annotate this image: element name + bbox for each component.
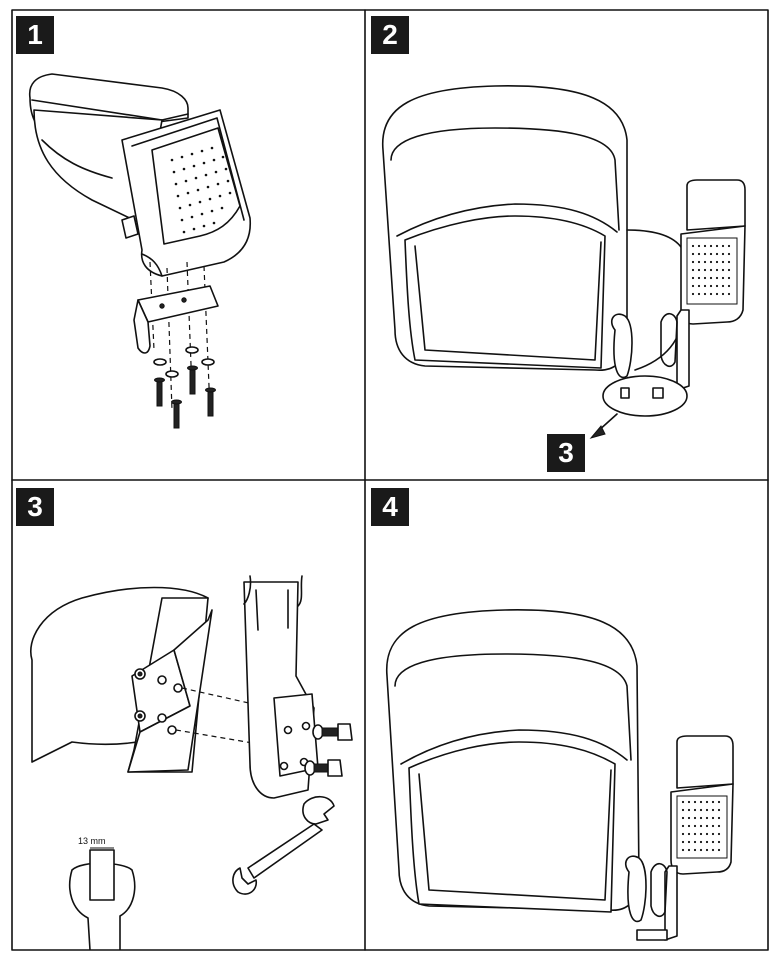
armrest-bracket-screws-icon [28, 73, 251, 429]
wrench-size-label: 13 mm [78, 836, 106, 846]
callout-badge: 3 [547, 434, 585, 472]
step-3-panel: 3 [12, 480, 365, 950]
step-3-badge: 3 [16, 488, 54, 526]
bolt-and-wrench-icon: 13 mm [30, 575, 353, 950]
step-2-badge: 2 [371, 16, 409, 54]
step-1-panel: 1 [12, 10, 365, 480]
step-4-panel: 4 [365, 480, 768, 950]
installed-armrest-icon [385, 609, 734, 941]
step-2-panel: 2 [365, 10, 768, 480]
step-4-badge: 4 [371, 488, 409, 526]
step-1-badge: 1 [16, 16, 54, 54]
armrest-on-seat-icon [381, 85, 746, 439]
